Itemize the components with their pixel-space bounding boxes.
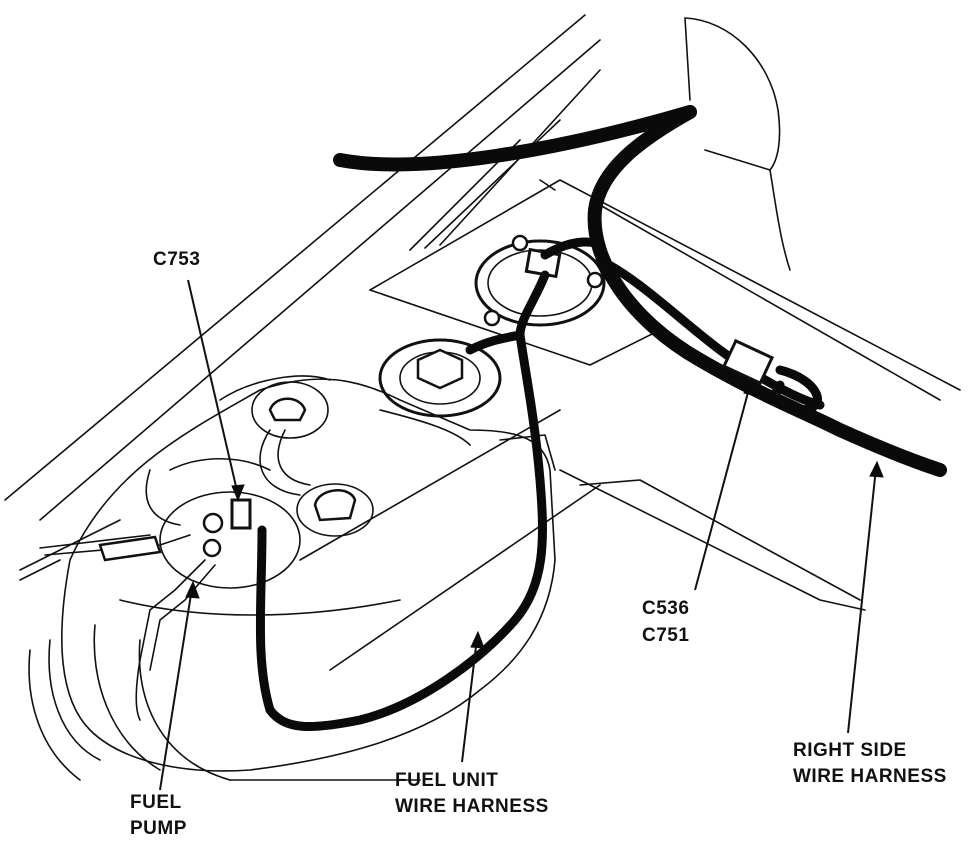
fuel-pump-assembly <box>39 381 374 721</box>
label-fuel-pump-2: PUMP <box>130 818 187 839</box>
c536-c751-connector <box>721 338 775 386</box>
label-right-side-2: WIRE HARNESS <box>793 766 947 787</box>
right-side-wire-harness <box>333 105 947 477</box>
c753-connector <box>230 498 252 530</box>
label-fuel-unit-2: WIRE HARNESS <box>395 796 549 817</box>
label-c753: C753 <box>153 249 200 270</box>
label-right-side-1: RIGHT SIDE <box>793 740 907 761</box>
fuel-unit-wire-harness <box>255 270 550 731</box>
rear-wheelhouse-outline <box>684 17 791 271</box>
label-c536: C536 <box>642 598 689 619</box>
labels: C753 C536 C751 FUEL PUMP FUEL UNIT WIRE … <box>130 249 947 839</box>
label-fuel-unit-1: FUEL UNIT <box>395 770 498 791</box>
fuel-unit-plate <box>474 234 606 327</box>
filler-boss <box>378 338 502 418</box>
label-fuel-pump-1: FUEL <box>130 792 182 813</box>
fuel-tank <box>28 375 556 781</box>
leader-lines <box>159 279 884 791</box>
label-c751: C751 <box>642 625 689 646</box>
